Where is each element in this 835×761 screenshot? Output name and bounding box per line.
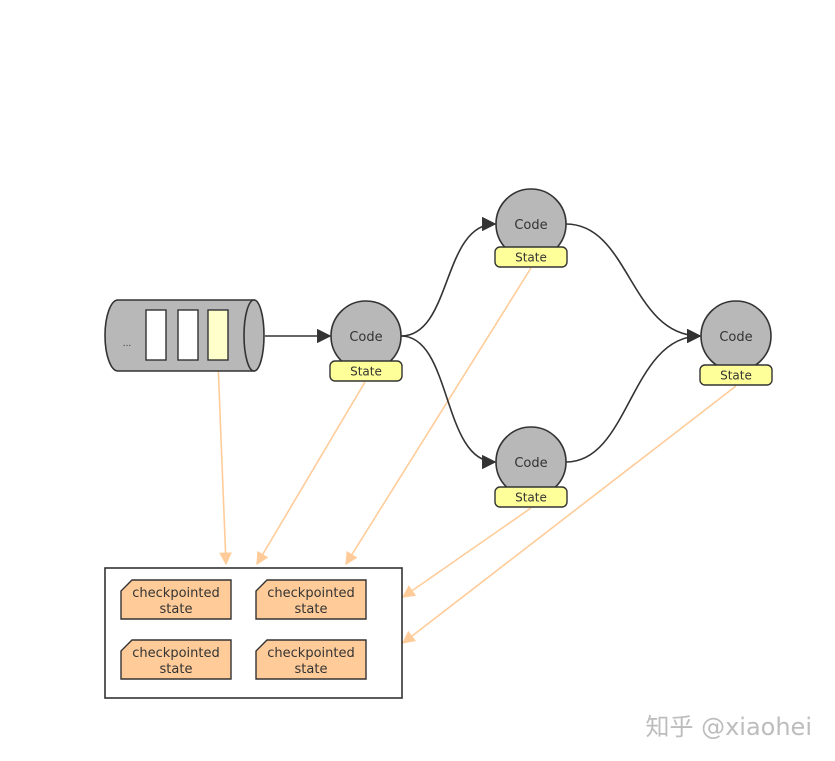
checkpoint-arrow-operator-4	[401, 385, 737, 644]
edge-op3-to-op4	[565, 328, 702, 463]
checkpoint-label-line2: state	[160, 662, 193, 677]
checkpoint-arrow-source	[217, 361, 232, 566]
edge-op1-to-op2	[400, 216, 497, 337]
state-label: State	[515, 251, 547, 265]
checkpoint-label-line2: state	[295, 662, 328, 677]
checkpoint-label-line1: checkpointed	[132, 586, 219, 601]
source-ellipsis: ...	[123, 339, 132, 349]
checkpointed-state-1: checkpointed state	[120, 579, 232, 620]
operator-4: Code State	[699, 300, 773, 386]
checkpoint-label-line1: checkpointed	[132, 646, 219, 661]
operator-2: Code State	[494, 188, 568, 268]
checkpoint-label-line1: checkpointed	[267, 646, 354, 661]
queue-record-1	[145, 309, 167, 361]
checkpoint-label-line2: state	[295, 602, 328, 617]
checkpointed-state-2: checkpointed state	[255, 579, 367, 620]
edge-op1-to-op3	[400, 335, 497, 470]
watermark: 知乎 @xiaohei	[645, 713, 812, 741]
operator-3: Code State	[494, 426, 568, 508]
checkpoint-store: checkpointed state checkpointed state ch…	[104, 567, 403, 699]
checkpoint-arrow-operator-3	[401, 507, 532, 598]
state-badge	[494, 246, 568, 268]
checkpointed-state-3: checkpointed state	[120, 639, 232, 680]
dataflow-edges	[265, 216, 702, 470]
checkpointed-state-4: checkpointed state	[255, 639, 367, 680]
code-label: Code	[514, 456, 547, 471]
checkpoint-label-line1: checkpointed	[267, 586, 354, 601]
state-badge	[699, 364, 773, 386]
state-label: State	[720, 369, 752, 383]
state-label: State	[515, 491, 547, 505]
operator-1: Code State	[329, 300, 403, 382]
code-label: Code	[514, 218, 547, 233]
queue-record-current	[207, 309, 229, 361]
checkpoint-arrow-operator-2	[345, 267, 532, 566]
checkpoint-arrows	[217, 267, 737, 644]
source-queue-end	[243, 299, 265, 372]
state-badge	[329, 360, 403, 382]
edge-op2-to-op4	[565, 223, 702, 344]
state-badge	[494, 486, 568, 508]
code-label: Code	[719, 330, 752, 345]
state-label: State	[350, 365, 382, 379]
queue-record-2	[177, 309, 199, 361]
code-label: Code	[349, 330, 382, 345]
checkpoint-arrow-operator-1	[256, 381, 366, 566]
source-queue: ...	[104, 299, 265, 372]
checkpoint-label-line2: state	[160, 602, 193, 617]
